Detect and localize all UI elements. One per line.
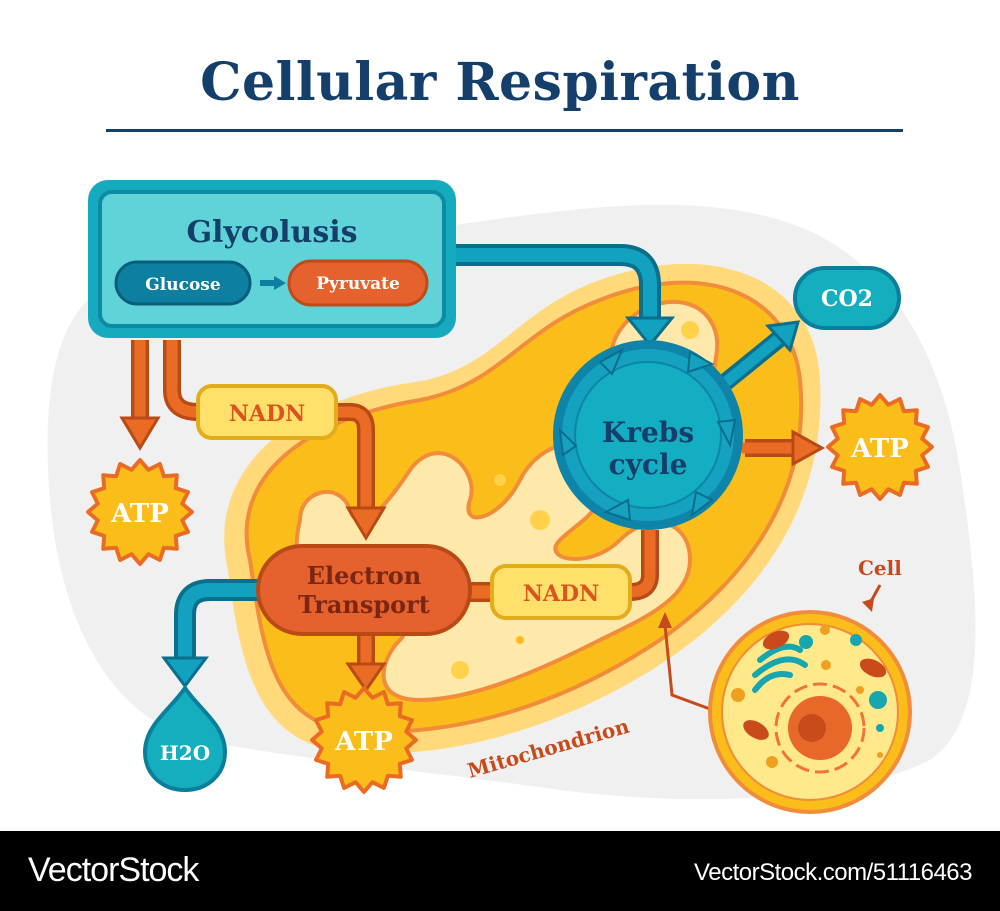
h2o-drop (142, 684, 228, 793)
atp-bottom-label: ATP (334, 727, 393, 757)
glycolysis-label: Glycolusis (186, 215, 357, 250)
title-divider (106, 129, 903, 132)
brand-logo: VectorStock (28, 851, 199, 889)
krebs-label-line1: Krebs (602, 416, 694, 449)
co2-label: CO2 (821, 286, 873, 312)
glycolysis-box: Glycolusis Glucose Pyruvate (88, 180, 456, 338)
stock-reference: VectorStock.com/51116463 (694, 859, 972, 886)
co2-box (793, 266, 901, 330)
cell-illustration (708, 610, 912, 814)
atp-starburst-shape (826, 393, 934, 501)
atp-bottom-star (310, 686, 418, 794)
pyruvate-label: Pyruvate (316, 274, 400, 294)
electron-label-line2: Transport (298, 590, 430, 619)
atp-right-label: ATP (850, 434, 909, 464)
atp-left-label: ATP (110, 499, 169, 529)
h2o-label: H2O (160, 741, 210, 765)
electron-label-line1: Electron (307, 561, 421, 590)
glucose-label: Glucose (145, 275, 221, 295)
cell-label: Cell (858, 556, 902, 580)
nadh-right-label: NADN (523, 581, 599, 607)
atp-starburst-shape (310, 686, 418, 794)
respiration-diagram: Glycolusis Glucose Pyruvate NADN (47, 180, 976, 814)
nadh-top-label: NADN (229, 401, 305, 427)
pyruvate-pill (287, 259, 429, 307)
footer-bar: VectorStock VectorStock.com/51116463 (0, 831, 1000, 911)
glucose-pill (114, 260, 252, 306)
nadh-top-box (196, 384, 338, 440)
cycle-arrows-icon (558, 347, 737, 522)
krebs-label-line2: cycle (609, 448, 688, 481)
nadh-right-box (490, 564, 632, 620)
page-title: Cellular Respiration (200, 52, 800, 113)
atp-left-star (86, 458, 194, 566)
electron-transport-box (256, 544, 472, 636)
atp-starburst-shape (86, 458, 194, 566)
krebs-cycle: Krebs cycle (553, 340, 743, 530)
atp-right-star (826, 393, 934, 501)
